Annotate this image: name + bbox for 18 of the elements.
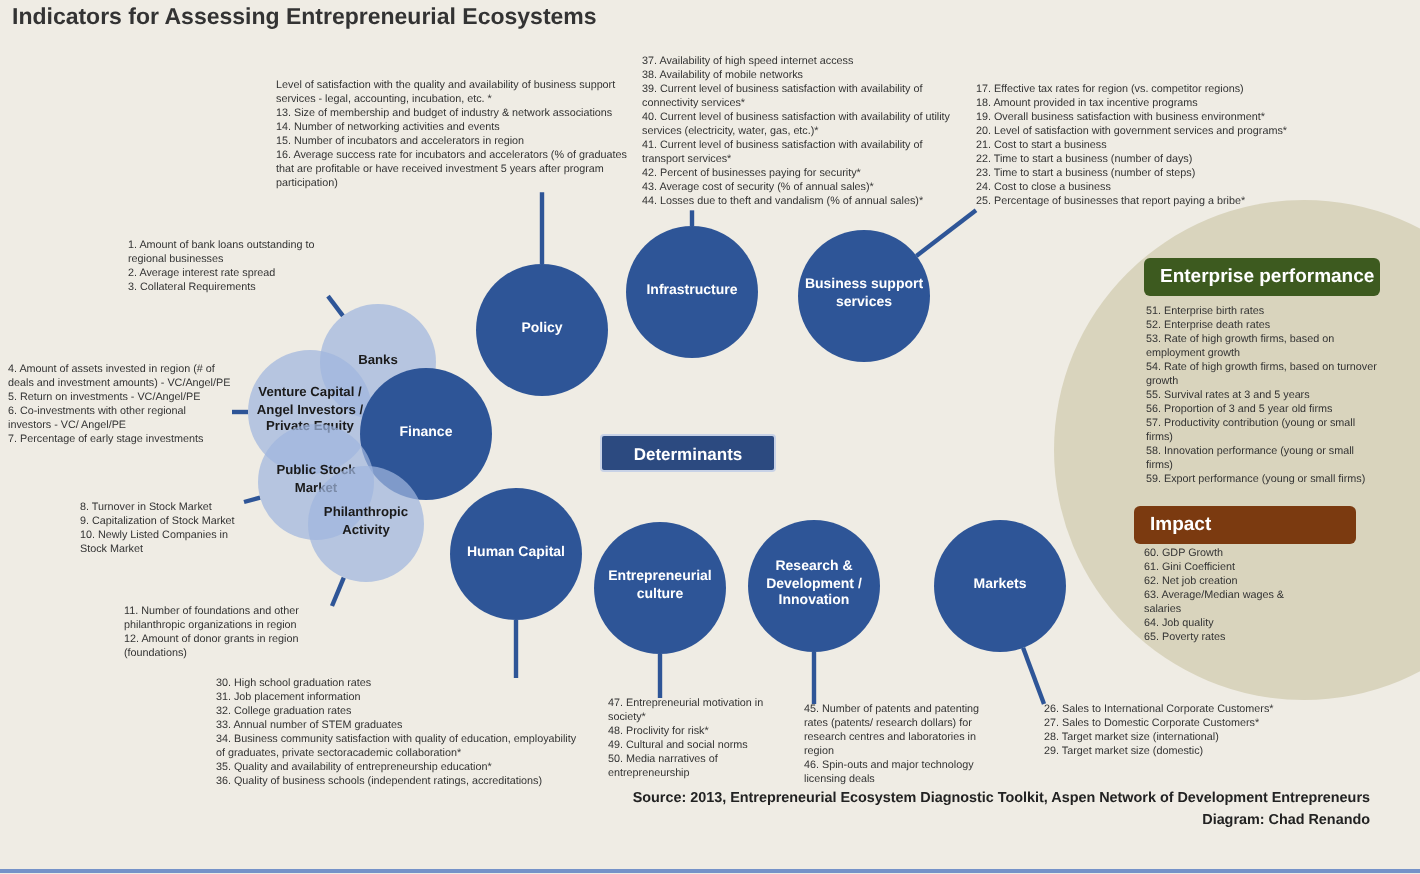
section-header: [1144, 258, 1380, 296]
section-header: [1134, 506, 1356, 544]
leader-line: [232, 409, 248, 415]
leader-line: [657, 654, 663, 698]
leader-line: [243, 495, 261, 505]
leader-line: [539, 192, 545, 264]
header-label: Impact: [1150, 514, 1212, 536]
header-label: Enterprise performance: [1160, 266, 1375, 288]
leader-line: [915, 208, 978, 258]
leader-line: [329, 576, 346, 607]
leader-line: [689, 210, 695, 226]
determinants-box: [600, 434, 776, 472]
leader-line: [811, 652, 817, 704]
diagram-title: Indicators for Assessing Entrepreneurial Ecosystems: [12, 6, 597, 30]
leader-line: [513, 620, 519, 678]
leader-line: [326, 294, 345, 318]
leader-line: [1021, 647, 1047, 705]
box-label: Determinants: [633, 443, 743, 463]
